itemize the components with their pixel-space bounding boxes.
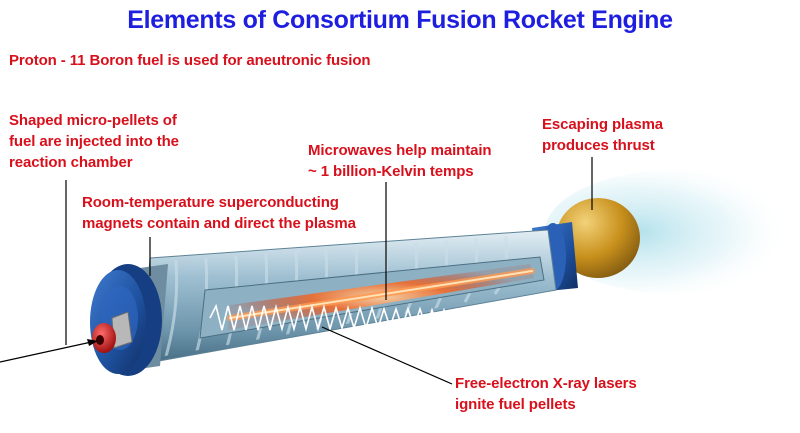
- label-line: magnets contain and direct the plasma: [82, 215, 356, 232]
- label-line: ~ 1 billion-Kelvin temps: [308, 163, 474, 180]
- label-line: reaction chamber: [9, 154, 133, 171]
- engine-body: [141, 229, 557, 365]
- label-line: Escaping plasma: [542, 116, 664, 133]
- label-fuel-pellets: Shaped micro-pellets of fuel are injecte…: [9, 110, 179, 173]
- leader-lines: [0, 157, 593, 385]
- injector-arrowhead: [87, 339, 98, 346]
- label-line: Room-temperature superconducting: [82, 194, 339, 211]
- label-line: Shaped micro-pellets of: [9, 112, 177, 129]
- label-escaping-plasma: Escaping plasma produces thrust: [542, 114, 663, 156]
- label-microwaves: Microwaves help maintain ~ 1 billion-Kel…: [308, 140, 492, 182]
- label-line: Microwaves help maintain: [308, 142, 492, 159]
- label-line: produces thrust: [542, 137, 655, 154]
- microwave-wave: [209, 303, 511, 333]
- fuel-note: Proton - 11 Boron fuel is used for aneut…: [9, 52, 371, 69]
- label-magnets: Room-temperature superconducting magnets…: [82, 192, 356, 234]
- label-line: fuel are injected into the: [9, 133, 179, 150]
- leader-line-lasers: [321, 326, 453, 385]
- nozzle-dome: [556, 198, 640, 278]
- label-line: ignite fuel pellets: [455, 396, 576, 413]
- leader-line-injector: [0, 340, 97, 363]
- fuel-injector: [92, 311, 133, 353]
- diagram-title: Elements of Consortium Fusion Rocket Eng…: [127, 6, 673, 34]
- label-line: Free-electron X-ray lasers: [455, 375, 637, 392]
- label-xray-lasers: Free-electron X-ray lasers ignite fuel p…: [455, 373, 637, 415]
